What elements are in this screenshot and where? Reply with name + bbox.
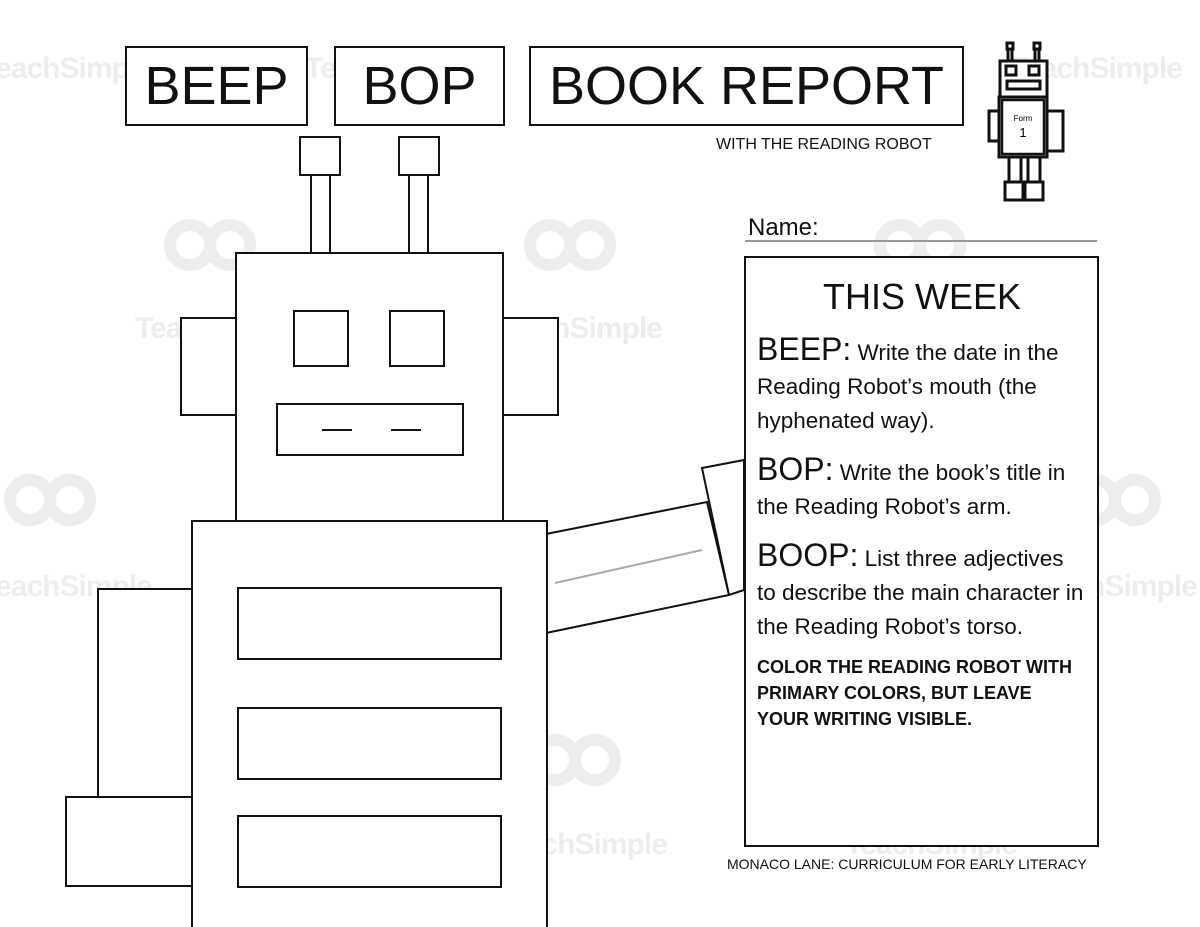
- owl-watermark-icon: [4, 474, 96, 526]
- right-ear: [501, 317, 559, 416]
- right-antenna-stem: [408, 174, 429, 254]
- title-bop-box: BOP: [334, 46, 505, 126]
- mini-robot-badge-top: Form: [1014, 114, 1033, 123]
- reading-robot-illustration: [65, 136, 745, 927]
- instruction-bop-text: Write the book’s title in the Reading Ro…: [757, 460, 1066, 519]
- torso-slot-3: [237, 815, 502, 888]
- mini-robot-badge-bottom: 1: [1019, 125, 1026, 140]
- subtitle: WITH THE READING ROBOT: [716, 136, 932, 153]
- title-book-report: BOOK REPORT: [548, 56, 945, 116]
- mini-robot-icon: Form 1: [987, 41, 1065, 202]
- name-label: Name:: [748, 214, 819, 241]
- instruction-boop-text: List three adjectives to describe the ma…: [757, 546, 1084, 639]
- right-eye: [389, 310, 445, 367]
- title-beep: BEEP: [144, 56, 289, 116]
- instruction-bop-key: BOP:: [757, 451, 834, 487]
- left-antenna-tip: [299, 136, 341, 176]
- robot-head: [235, 252, 504, 522]
- left-eye: [293, 310, 349, 367]
- owl-watermark-icon: [524, 219, 616, 271]
- torso-slot-1: [237, 587, 502, 660]
- owl-watermark-icon: [164, 219, 256, 271]
- title-bop: BOP: [362, 56, 477, 116]
- torso-slot-2: [237, 707, 502, 780]
- left-arm: [97, 588, 195, 830]
- title-book-report-box: BOOK REPORT: [529, 46, 964, 126]
- instructions-heading: THIS WEEK: [822, 276, 1022, 317]
- right-antenna-tip: [398, 136, 440, 176]
- instruction-boop-key: BOOP:: [757, 537, 859, 573]
- robot-mouth: [276, 403, 464, 456]
- title-beep-box: BEEP: [125, 46, 308, 126]
- left-hand: [65, 796, 195, 887]
- left-ear: [180, 317, 238, 416]
- instruction-boop: BOOP: List three adjectives to describe …: [757, 538, 1087, 644]
- instructions-panel: THIS WEEK BEEP: Write the date in the Re…: [744, 256, 1099, 847]
- instruction-beep-text: Write the date in the Reading Robot’s mo…: [757, 340, 1059, 433]
- instruction-beep-key: BEEP:: [757, 331, 852, 367]
- arm-writing-line: [554, 549, 703, 584]
- name-input-line[interactable]: [745, 240, 1097, 242]
- instruction-beep: BEEP: Write the date in the Reading Robo…: [757, 332, 1087, 438]
- instruction-bop: BOP: Write the book’s title in the Readi…: [757, 452, 1087, 524]
- instruction-note: COLOR THE READING ROBOT WITH PRIMARY COL…: [757, 657, 1072, 729]
- left-antenna-stem: [310, 174, 331, 254]
- footer-credit: MONACO LANE: CURRICULUM FOR EARLY LITERA…: [727, 856, 1087, 872]
- right-arm: [545, 500, 731, 635]
